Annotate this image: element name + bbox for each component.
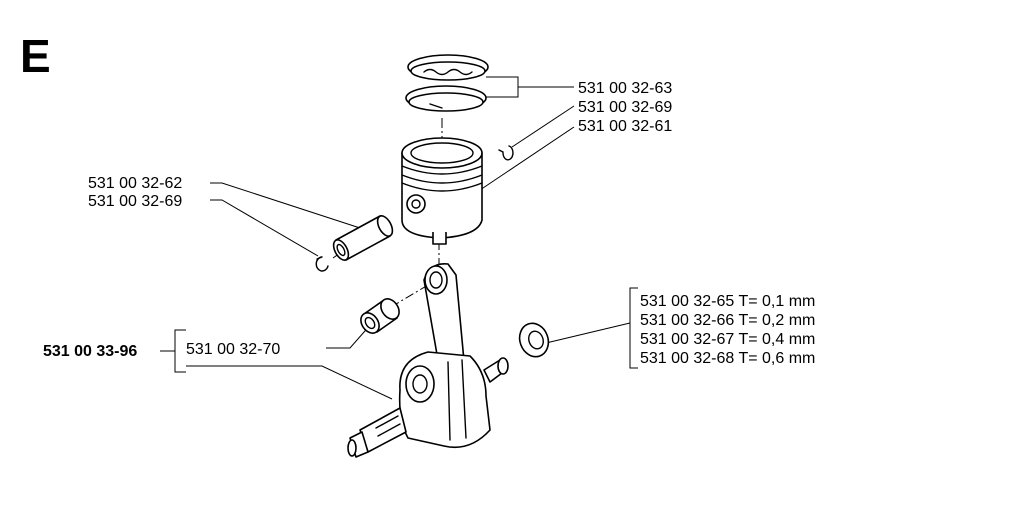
part-label-circlip-left[interactable]: 531 00 32-69 bbox=[88, 193, 183, 210]
part-label-pin[interactable]: 531 00 32-62 bbox=[88, 175, 183, 192]
piston-pin-drawing bbox=[332, 215, 394, 261]
part-label-ring[interactable]: 531 00 32-63 bbox=[578, 80, 673, 97]
circlip-left-drawing bbox=[315, 256, 329, 272]
part-label-washer[interactable]: 531 00 32-67 T= 0,4 mm bbox=[640, 331, 816, 348]
part-label-circlip-right[interactable]: 531 00 32-69 bbox=[578, 99, 673, 116]
crankshaft-drawing bbox=[347, 263, 509, 458]
part-label-washer[interactable]: 531 00 32-68 T= 0,6 mm bbox=[640, 350, 816, 367]
piston-rings-drawing bbox=[405, 54, 489, 112]
needle-bearing-drawing bbox=[360, 298, 400, 334]
part-label-piston[interactable]: 531 00 32-61 bbox=[578, 118, 673, 135]
section-letter: E bbox=[20, 30, 51, 82]
circlip-right-drawing bbox=[498, 145, 514, 161]
thrust-washer-drawing bbox=[518, 322, 550, 358]
part-label-washer[interactable]: 531 00 32-65 T= 0,1 mm bbox=[640, 293, 816, 310]
piston-drawing bbox=[401, 137, 483, 245]
leader-lines bbox=[160, 76, 638, 400]
assembly-part-number[interactable]: 531 00 33-96 bbox=[43, 343, 138, 360]
part-label-washer[interactable]: 531 00 32-66 T= 0,2 mm bbox=[640, 312, 816, 329]
part-label-bearing[interactable]: 531 00 32-70 bbox=[186, 341, 281, 358]
